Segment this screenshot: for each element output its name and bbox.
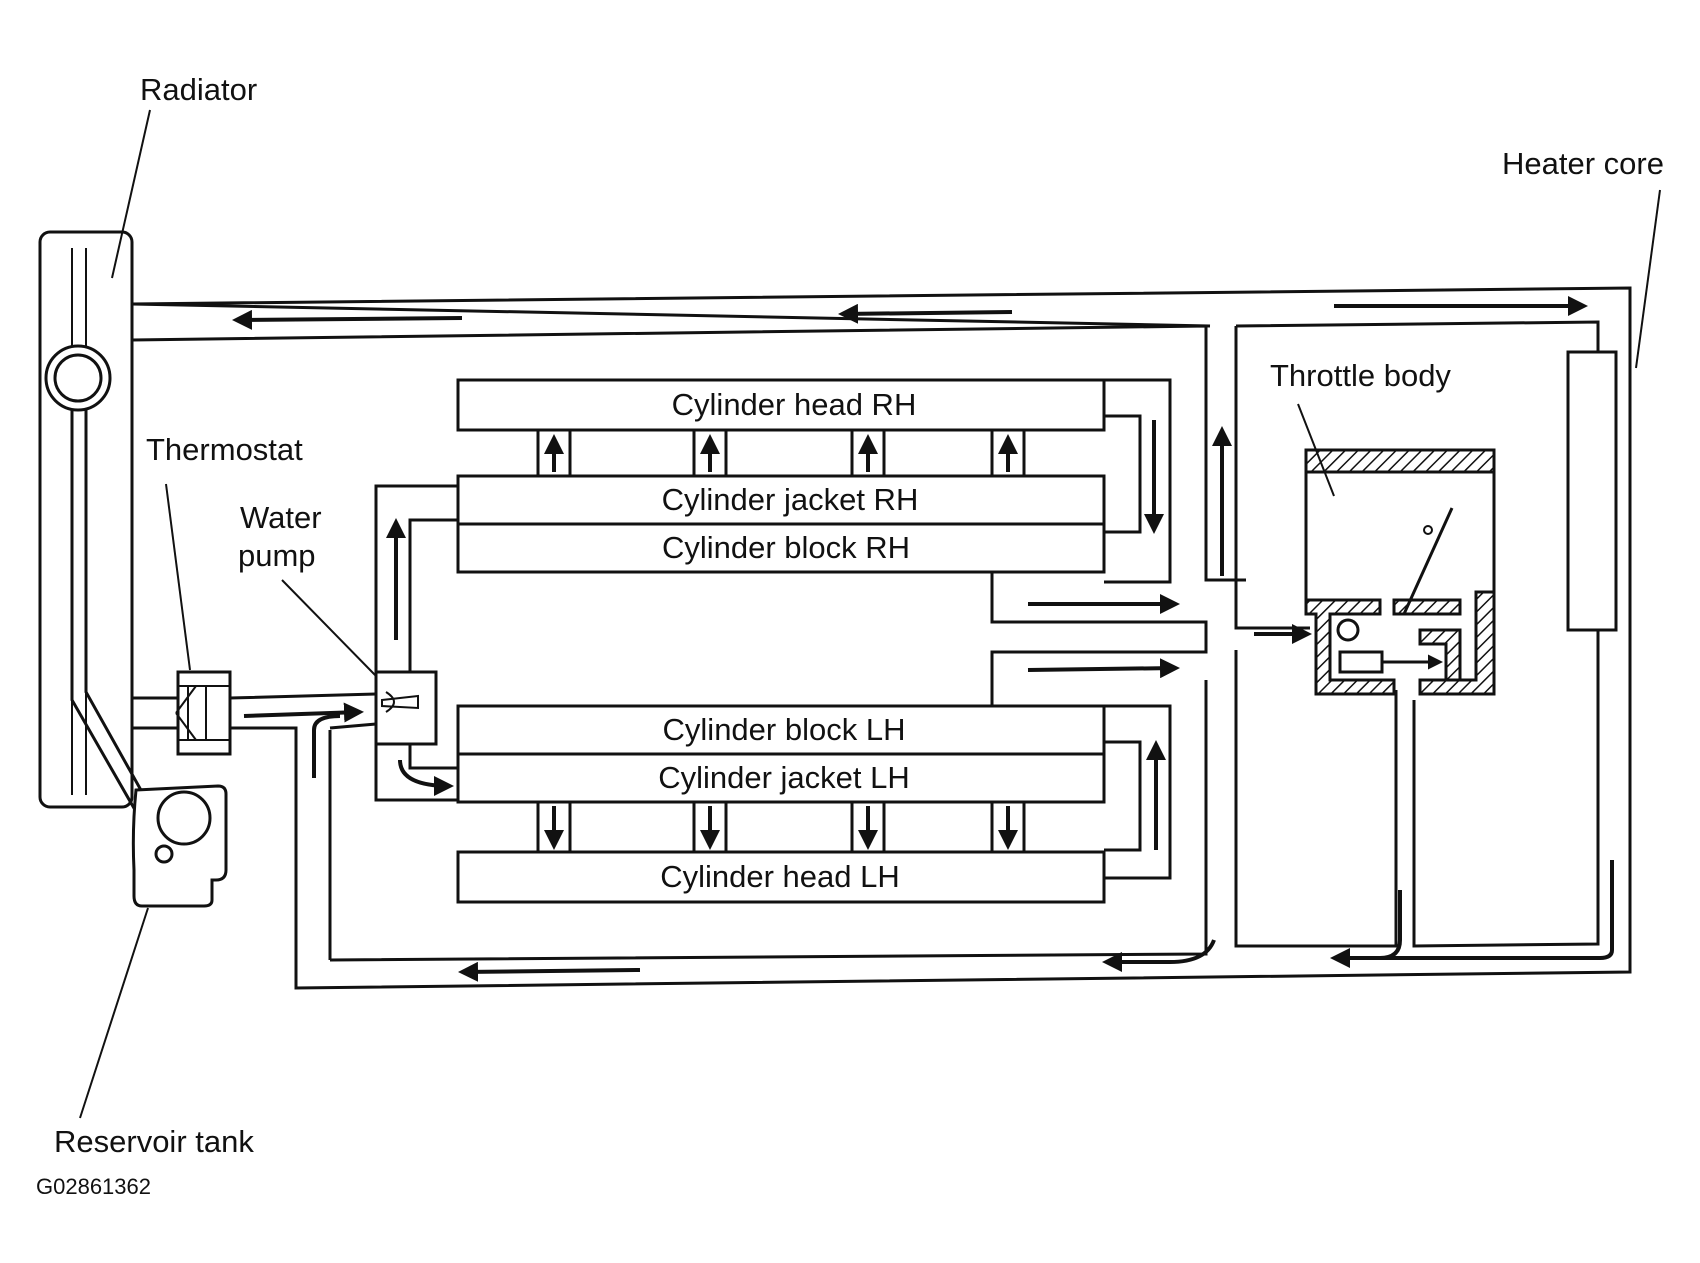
throttle-body-label: Throttle body	[1270, 358, 1451, 393]
cylinder-head-rh-label: Cylinder head RH	[672, 387, 917, 422]
heater-core-label: Heater core	[1502, 146, 1664, 181]
cylinder-head-lh: Cylinder head LH	[456, 850, 1106, 904]
heater-core	[1566, 350, 1618, 632]
water-pump	[374, 670, 438, 746]
cylinder-block-lh: Cylinder block LH	[456, 704, 1106, 756]
rh-passages	[536, 428, 1026, 478]
cylinder-block-rh-label: Cylinder block RH	[662, 530, 910, 565]
arrow-pump-to-lh	[398, 759, 454, 796]
thermostat-label: Thermostat	[146, 432, 303, 467]
throttle-body	[1304, 448, 1496, 696]
cylinder-head-lh-label: Cylinder head LH	[660, 859, 900, 894]
cylinder-jacket-lh: Cylinder jacket LH	[456, 752, 1106, 804]
cylinder-head-rh: Cylinder head RH	[456, 378, 1106, 432]
arrow-thermostat-to-pump	[243, 702, 364, 723]
cylinder-jacket-lh-label: Cylinder jacket LH	[658, 760, 910, 795]
reservoir-tank	[131, 784, 228, 908]
cylinder-block-lh-label: Cylinder block LH	[663, 712, 906, 747]
cylinder-jacket-rh: Cylinder jacket RH	[456, 474, 1106, 526]
thermostat	[175, 670, 232, 756]
arrow-top-left	[232, 309, 463, 330]
flow-arrows	[232, 296, 1614, 982]
arrow-bottom-mid	[1102, 939, 1216, 972]
water-pump-label-line1: Water	[240, 500, 322, 535]
leader-lines	[79, 109, 1661, 1119]
radiator-label: Radiator	[140, 72, 257, 107]
cylinder-jacket-rh-label: Cylinder jacket RH	[662, 482, 919, 517]
arrow-throttle-drop	[1379, 890, 1402, 960]
lh-passages	[536, 800, 1026, 854]
arrow-return-bypass	[312, 714, 341, 778]
arrow-bottom-right	[1330, 860, 1614, 968]
figure-code: G02861362	[36, 1174, 151, 1199]
reservoir-tank-label: Reservoir tank	[54, 1124, 254, 1159]
arrow-lh-to-center	[1027, 658, 1180, 679]
arrow-bottom-left	[458, 961, 641, 982]
radiator	[38, 230, 172, 851]
water-pump-label-line2: pump	[238, 538, 316, 573]
cylinder-block-rh: Cylinder block RH	[456, 522, 1106, 574]
arrow-top-mid	[838, 303, 1013, 324]
